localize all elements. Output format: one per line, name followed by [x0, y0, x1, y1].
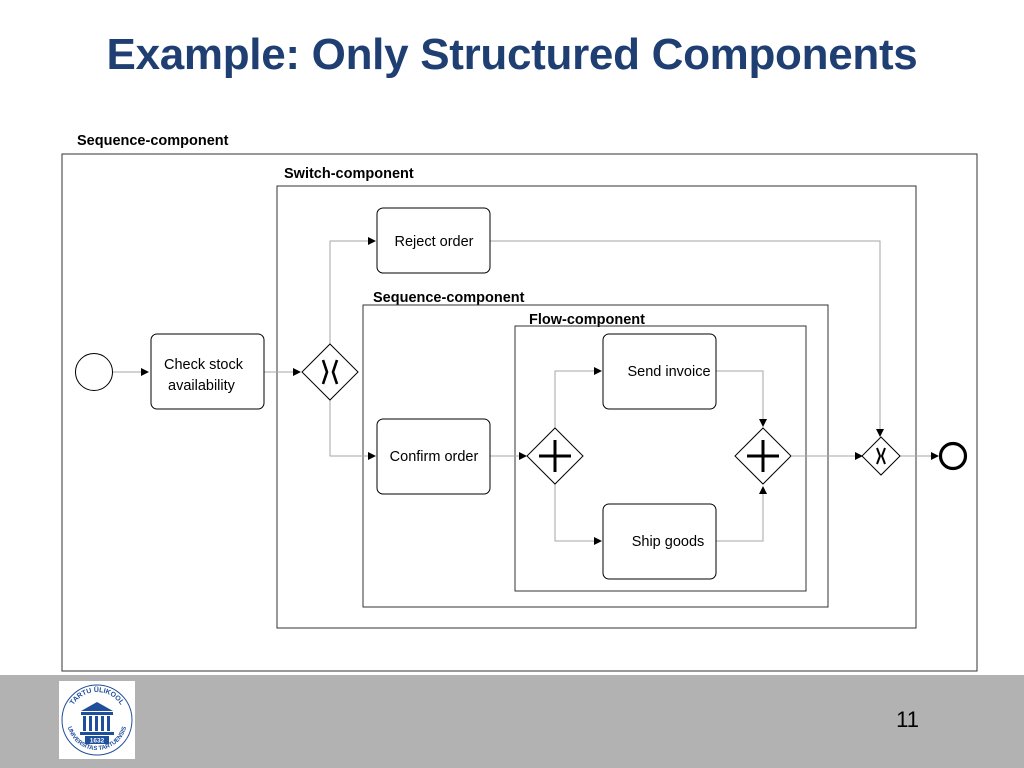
university-logo: TARTU ÜLIKOOL UNIVERSITAS TARTUENSIS 163… [59, 681, 135, 759]
task-reject-order-label: Reject order [395, 234, 474, 250]
sequence-component-label-outer: Sequence-component [77, 133, 229, 149]
task-confirm-order-label: Confirm order [390, 449, 479, 465]
flow-and-to-ship-goods [554, 484, 602, 545]
start-event [75, 353, 113, 391]
sequence-component-label-inner: Sequence-component [373, 290, 525, 306]
task-check-stock-line2: availability [168, 378, 236, 394]
flow-and-to-send-invoice [554, 367, 602, 429]
and-split-gateway [526, 427, 584, 485]
switch-component [276, 185, 917, 629]
flow-component [514, 325, 807, 592]
flow-xor-to-reject [329, 237, 376, 345]
switch-component-label: Switch-component [284, 166, 414, 182]
and-marker-icon [747, 440, 779, 472]
task-check-stock: Check stock availability [150, 333, 265, 410]
process-diagram: Sequence-component Switch-component Sequ… [61, 133, 978, 672]
flow-xor-to-confirm [329, 400, 376, 460]
task-reject-order: Reject order [376, 207, 491, 274]
slide-title: Example: Only Structured Components [106, 30, 918, 79]
flow-component-label: Flow-component [529, 312, 645, 328]
sequence-flows [113, 237, 939, 545]
sequence-component-outer [61, 153, 978, 672]
flow-invoice-to-and-join [716, 370, 767, 427]
task-check-stock-line1: Check stock [164, 357, 244, 373]
xor-join-gateway [861, 436, 901, 476]
page-number: 11 [896, 707, 919, 732]
flow-reject-to-xor-join [490, 240, 884, 437]
task-send-invoice: Send invoice [602, 333, 717, 410]
university-seal-icon: TARTU ÜLIKOOL UNIVERSITAS TARTUENSIS 163… [61, 684, 133, 756]
and-marker-icon [539, 440, 571, 472]
flow-ship-to-and-join [716, 486, 767, 542]
and-join-gateway [734, 427, 792, 485]
task-confirm-order: Confirm order [376, 418, 491, 495]
footer-bar [0, 675, 1024, 768]
task-send-invoice-label: Send invoice [627, 364, 710, 380]
logo-year: 1632 [90, 738, 105, 745]
end-event [938, 441, 968, 471]
xor-split-gateway [301, 343, 359, 401]
xor-marker-icon [876, 447, 886, 465]
task-ship-goods: Ship goods [602, 503, 717, 580]
xor-marker-icon [321, 359, 339, 385]
task-ship-goods-label: Ship goods [632, 534, 705, 550]
